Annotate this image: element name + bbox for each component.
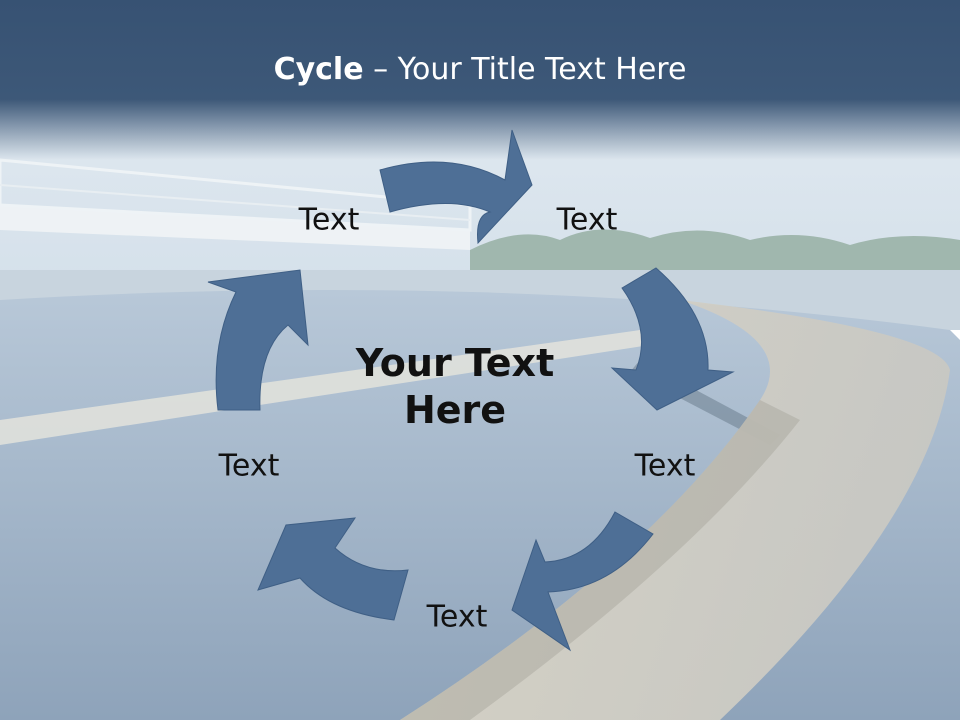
cycle-node-5: Text <box>218 448 280 484</box>
cycle-node-1: Text <box>298 202 360 238</box>
cycle-arrow-right-upper <box>610 267 735 411</box>
cycle-node-4: Text <box>426 599 488 635</box>
cycle-node-3: Text <box>634 448 696 484</box>
title-bold: Cycle <box>273 52 364 87</box>
title-rest: – Your Title Text Here <box>363 52 687 87</box>
cycle-arrow-bottom <box>257 517 409 621</box>
cycle-arrow-top <box>379 129 533 245</box>
center-text-line-1: Your Text <box>355 341 555 385</box>
center-text: Your Text Here <box>305 340 605 434</box>
cycle-arrow-right-lower <box>511 511 654 652</box>
slide-title: Cycle – Your Title Text Here <box>0 52 960 87</box>
cycle-node-2: Text <box>556 202 618 238</box>
center-text-line-2: Here <box>403 388 507 432</box>
cycle-arrow-left <box>207 269 309 411</box>
